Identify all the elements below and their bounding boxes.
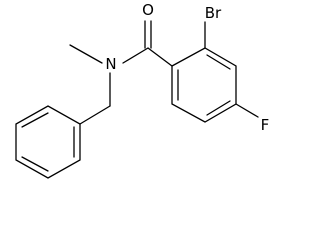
bond-nitrogen-methyl xyxy=(69,44,103,64)
bromine-atom-label: Br xyxy=(205,4,222,22)
fluorine-atom-label: F xyxy=(261,116,270,134)
bond-ring-fluorine xyxy=(235,103,259,118)
phenyl-inner-bond-2 xyxy=(21,156,49,172)
ring-inner-bond-1 xyxy=(206,54,231,70)
ring-inner-bond-2 xyxy=(206,100,231,116)
nitrogen-atom-label: N xyxy=(105,55,116,73)
phenyl-inner-bond-3 xyxy=(21,112,49,128)
benzyl-phenyl-ring xyxy=(15,105,81,179)
fluorobromophenyl-ring xyxy=(171,47,237,123)
bond-carbonyl-ring xyxy=(147,47,173,67)
chemical-structure-diagram: O N Br F xyxy=(15,1,270,179)
oxygen-atom-label: O xyxy=(142,1,154,19)
bond-carbonyl-nitrogen xyxy=(122,47,149,64)
bond-ch2-phenyl xyxy=(79,105,111,125)
